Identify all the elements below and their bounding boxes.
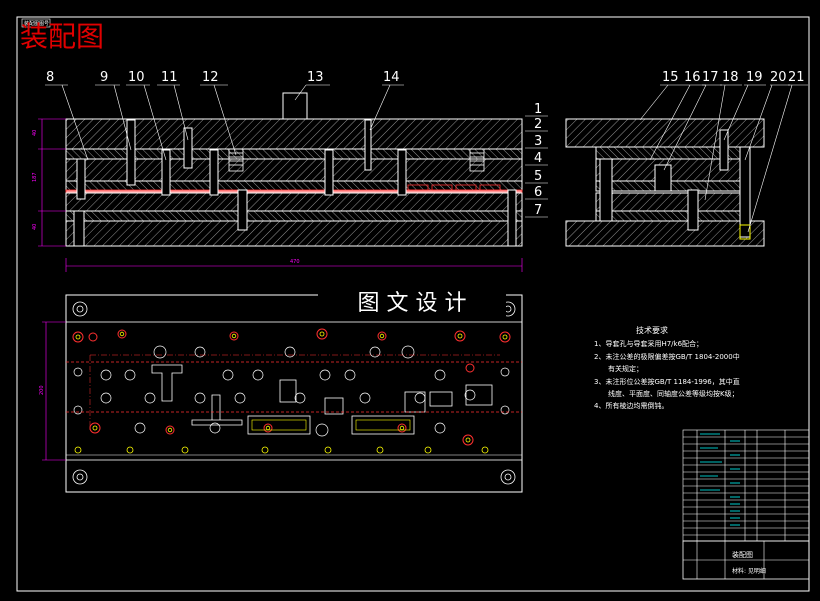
- part-number-callouts-side: 15 16 17 18 19 20 21: [662, 70, 805, 85]
- front-section-view: 40 187 40 470: [32, 84, 548, 272]
- callout-7: 7: [534, 203, 542, 218]
- plan-view: 200: [39, 294, 523, 493]
- callout-2: 2: [534, 117, 542, 132]
- svg-text:200: 200: [39, 385, 45, 395]
- drawing-number-label: 装配图图号: [24, 20, 49, 27]
- callout-19: 19: [746, 70, 763, 85]
- callout-20: 20: [770, 70, 787, 85]
- tech-req-item-2: 2、未注公差的极限偏差按GB/T 1804-2000中: [594, 352, 740, 361]
- tech-req-item-2b: 有关规定；: [608, 364, 643, 373]
- tech-req-item-3b: 线度、平面度、同轴度公差等级均按K级；: [608, 389, 739, 398]
- watermark-text: 图 文 设 计: [358, 291, 467, 316]
- callout-5: 5: [534, 169, 542, 184]
- title-block-sub: 材料: 见明细: [732, 567, 766, 575]
- callout-9: 9: [100, 70, 108, 85]
- tech-req-heading: 技术要求: [636, 325, 668, 335]
- callout-14: 14: [383, 70, 400, 85]
- callout-3: 3: [534, 134, 542, 149]
- callout-10: 10: [128, 70, 145, 85]
- watermark-banner: 图 文 设 计: [318, 284, 506, 320]
- technical-requirements: 技术要求 1、导套孔与导套采用H7/k6配合； 2、未注公差的极限偏差按GB/T…: [594, 325, 740, 410]
- callout-16: 16: [684, 70, 701, 85]
- drawing-number-box: [21, 18, 51, 28]
- callout-4: 4: [534, 151, 542, 166]
- title-block-name: 装配图: [732, 550, 753, 559]
- parts-list-table: [682, 429, 810, 542]
- part-number-callouts-front: 8 9 10 11 12 13 14: [46, 70, 400, 85]
- svg-text:470: 470: [290, 259, 300, 265]
- svg-text:40: 40: [32, 130, 38, 136]
- title-block: 装配图 材料: 见明细: [682, 540, 810, 580]
- callout-21: 21: [788, 70, 805, 85]
- callout-12: 12: [202, 70, 219, 85]
- die-shank: [282, 92, 308, 120]
- callout-17: 17: [702, 70, 719, 85]
- tech-req-item-1: 1、导套孔与导套采用H7/k6配合；: [594, 339, 703, 348]
- callout-1: 1: [534, 102, 542, 117]
- parts-list-entries: [700, 433, 740, 526]
- callout-15: 15: [662, 70, 679, 85]
- callout-6: 6: [534, 185, 542, 200]
- svg-text:40: 40: [32, 224, 38, 230]
- callout-18: 18: [722, 70, 739, 85]
- part-number-callouts-right: 1 2 3 4 5 6 7: [534, 102, 542, 218]
- side-section-view: [565, 84, 808, 247]
- tech-req-item-4: 4、所有棱边均需倒钝。: [594, 401, 668, 410]
- callout-8: 8: [46, 70, 54, 85]
- svg-text:187: 187: [32, 172, 38, 182]
- callout-11: 11: [161, 70, 178, 85]
- drawing-title: 装配图: [20, 20, 104, 53]
- tech-req-item-3: 3、未注形位公差按GB/T 1184-1996，其中直: [594, 377, 740, 386]
- callout-13: 13: [307, 70, 324, 85]
- drawing-frame: [16, 16, 810, 592]
